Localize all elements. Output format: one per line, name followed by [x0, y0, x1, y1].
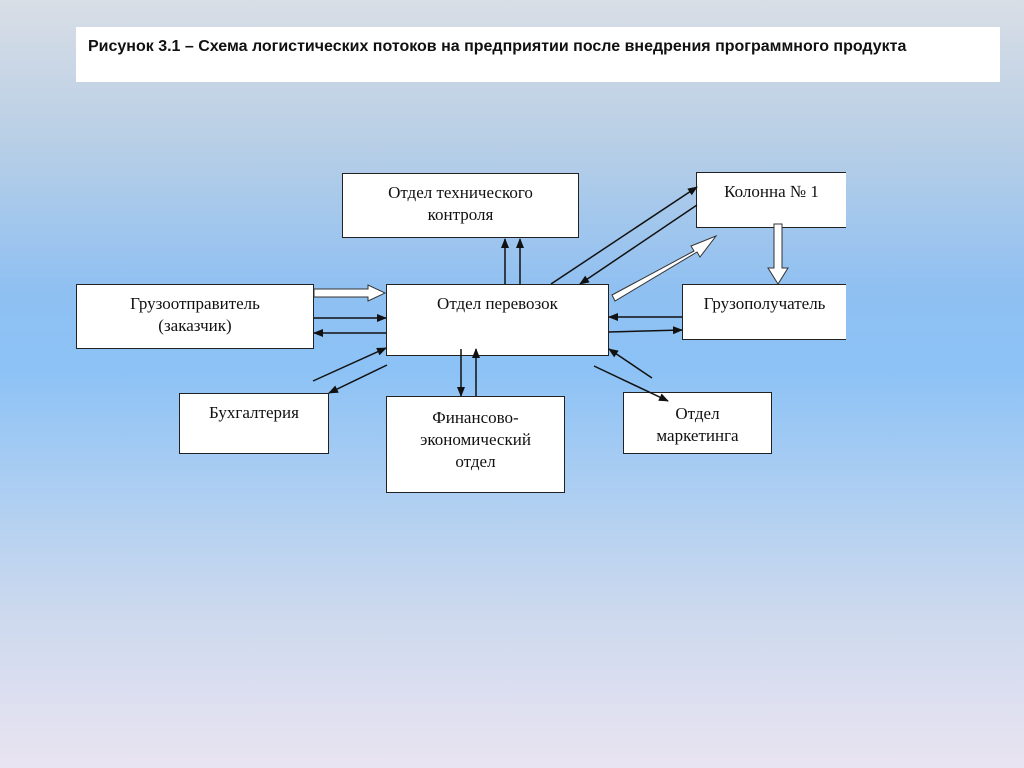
- node-label: Бухгалтерия: [209, 403, 299, 422]
- node-marketing: Отдел маркетинга: [623, 392, 772, 454]
- node-transport: Отдел перевозок: [386, 284, 609, 356]
- arrow-accounting-to-transport: [312, 347, 387, 382]
- node-label: Финансово-: [432, 408, 519, 427]
- node-label: Отдел технического: [388, 183, 533, 202]
- node-label: маркетинга: [656, 426, 739, 445]
- arrow-marketing-to-transport: [608, 348, 653, 379]
- node-label: отдел: [455, 452, 496, 471]
- node-accounting: Бухгалтерия: [179, 393, 329, 454]
- arrow-column-to-transport: [579, 204, 698, 285]
- node-label: Отдел: [675, 404, 720, 423]
- node-label: экономический: [420, 430, 531, 449]
- node-tech-control: Отдел технического контроля: [342, 173, 579, 238]
- block-arrow-transport-to-column: [611, 234, 718, 302]
- arrow-transport-to-accounting: [328, 364, 388, 394]
- node-label: Грузополучатель: [703, 294, 826, 313]
- node-label: Колонна № 1: [724, 182, 819, 201]
- arrow-transport-to-marketing: [593, 365, 669, 402]
- node-label: контроля: [427, 205, 494, 224]
- arrow-transport-to-consignee: [608, 326, 683, 335]
- block-arrow-column-to-consignee: [767, 223, 789, 285]
- node-shipper: Грузоотправитель (заказчик): [76, 284, 314, 349]
- node-label: Грузоотправитель: [130, 294, 260, 313]
- node-consignee: Грузополучатель: [682, 284, 846, 340]
- node-finance: Финансово- экономический отдел: [386, 396, 565, 493]
- block-arrow-shipper-to-transport: [313, 284, 387, 302]
- arrow-transport-to-column: [550, 186, 698, 285]
- node-label: Отдел перевозок: [437, 294, 558, 313]
- node-label: (заказчик): [158, 316, 232, 335]
- node-column: Колонна № 1: [696, 172, 846, 228]
- figure-caption: Рисунок 3.1 – Схема логистических потоко…: [76, 27, 1000, 82]
